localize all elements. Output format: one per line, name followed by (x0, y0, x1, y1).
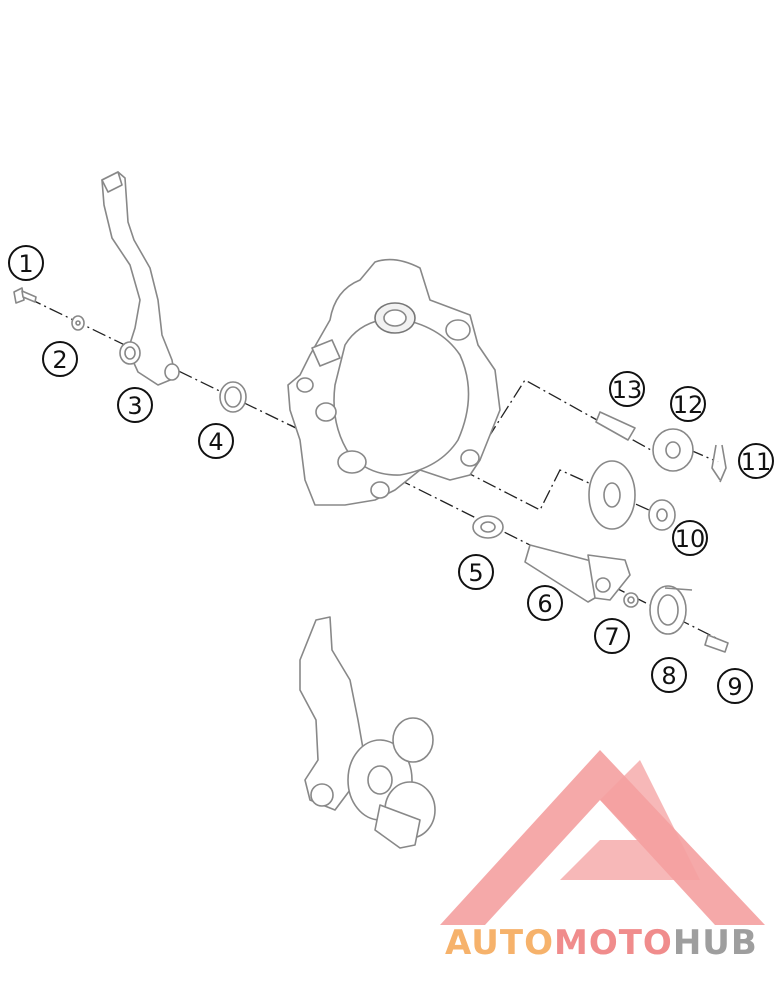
callout-10-label: 10 (675, 525, 706, 553)
callout-6: 6 (527, 585, 563, 621)
watermark-hub: HUB (673, 923, 758, 963)
callout-13-label: 13 (612, 376, 643, 404)
callout-6-label: 6 (537, 590, 552, 618)
watermark-logo: AUTOMOTOHUB (440, 750, 765, 963)
callout-12: 12 (670, 386, 706, 422)
callout-2: 2 (42, 341, 78, 377)
callout-4-label: 4 (208, 428, 223, 456)
shaft-seal-part (219, 381, 247, 413)
bolt-part (13, 287, 37, 304)
callout-5-label: 5 (468, 559, 483, 587)
callout-9: 9 (717, 668, 753, 704)
callouts: 1 2 3 4 5 6 7 8 (8, 245, 774, 704)
spring-pin-part (704, 634, 729, 653)
gear-bushing-part (595, 411, 636, 441)
callout-2-label: 2 (52, 346, 67, 374)
callout-8-label: 8 (661, 662, 676, 690)
kick-starter-gear-part (652, 428, 694, 472)
watermark-text: AUTOMOTOHUB (445, 923, 758, 963)
kick-starter-lever-part (101, 171, 180, 386)
circlip-part (711, 444, 727, 483)
callout-7-label: 7 (604, 623, 619, 651)
watermark-auto: AUTO (445, 923, 554, 963)
callout-1: 1 (8, 245, 44, 281)
callout-11: 11 (738, 443, 774, 479)
small-washer-part (623, 592, 639, 608)
assembled-preview (299, 616, 436, 849)
callout-1-label: 1 (18, 250, 33, 278)
callout-5: 5 (458, 554, 494, 590)
crankcase-cover (287, 258, 501, 506)
callout-13: 13 (609, 371, 645, 407)
callout-9-label: 9 (727, 673, 742, 701)
torsion-spring-part (649, 585, 693, 635)
intermediate-gear-part (588, 460, 676, 531)
callout-12-label: 12 (673, 391, 704, 419)
callout-11-label: 11 (741, 448, 772, 476)
thrust-washer-part (472, 515, 504, 539)
callout-3-label: 3 (127, 392, 142, 420)
washer-part (71, 315, 85, 331)
kick-starter-shaft-part (524, 544, 631, 603)
watermark-triangle (440, 750, 765, 925)
callout-3: 3 (117, 387, 153, 423)
callout-8: 8 (651, 657, 687, 693)
callout-4: 4 (198, 423, 234, 459)
watermark-moto: MOTO (554, 923, 673, 963)
callout-10: 10 (672, 520, 708, 556)
watermark-inner-mark (560, 760, 700, 880)
callout-7: 7 (594, 618, 630, 654)
